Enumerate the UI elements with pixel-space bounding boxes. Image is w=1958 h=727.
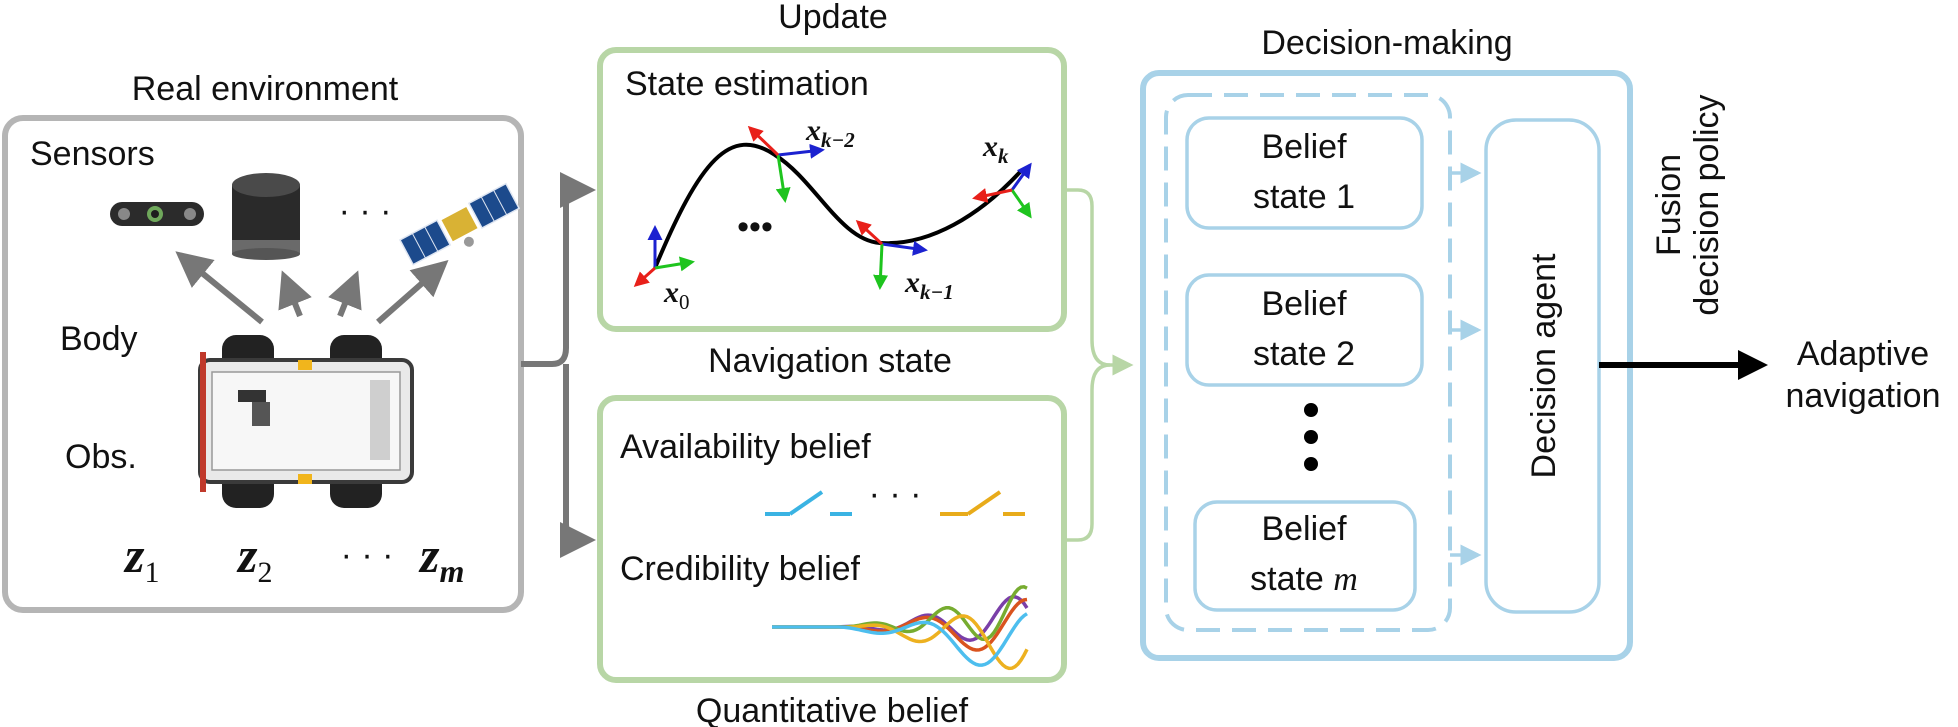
belief-state-2-box: Belief state 2 [1185, 273, 1424, 387]
svg-text:state 1: state 1 [1253, 178, 1355, 216]
credibility-belief-label: Credibility belief [620, 550, 861, 588]
state-x0-label: x0 [663, 276, 690, 314]
sensor-ellipsis: · · · [339, 192, 392, 230]
svg-text:Belief: Belief [1261, 128, 1347, 166]
navigation-state-label: Navigation state [708, 342, 952, 380]
svg-text:state 2: state 2 [1253, 335, 1355, 373]
svg-text:Belief: Belief [1261, 285, 1347, 323]
observation-z1: z1 [123, 527, 159, 589]
state-xk-label: xk [982, 130, 1009, 168]
body-to-ellipsis-arrow [328, 270, 362, 318]
adaptive-label: Adaptive [1797, 335, 1929, 373]
belief-states-dashed-group [1164, 93, 1452, 632]
frame-x0-icon [633, 225, 695, 288]
quantitative-belief-label: Quantitative belief [696, 692, 969, 727]
credibility-curves-plot [772, 584, 1029, 671]
real-environment-title: Real environment [132, 70, 399, 108]
credibility-curve [772, 612, 1028, 667]
switch-ellipsis: · · · [869, 475, 922, 513]
observation-zm: zm [418, 527, 464, 589]
to-state-estimation-arrow [521, 172, 596, 367]
update-label: Update [778, 0, 888, 36]
availability-belief-label: Availability belief [620, 428, 871, 466]
body-to-camera-arrow [175, 251, 264, 325]
frame-xk-icon [972, 162, 1032, 219]
decision-policy-label: decision policy [1688, 94, 1726, 315]
trajectory-curve [653, 142, 1022, 269]
availability-switch-yellow-icon [940, 490, 1025, 516]
state-xk1-label: xk−1 [904, 266, 954, 304]
svg-text:Belief: Belief [1261, 510, 1347, 548]
decision-agent-label: Decision agent [1525, 253, 1563, 478]
rover-robot-icon [198, 335, 414, 508]
state-xk2-label: xk−2 [805, 114, 855, 152]
fusion-label: Fusion [1650, 154, 1688, 256]
state-dots: ••• [737, 208, 773, 246]
obs-ellipsis: · · · [341, 536, 394, 574]
lidar-icon [232, 173, 300, 260]
navigation-label: navigation [1785, 377, 1940, 415]
availability-switch-blue-icon [765, 490, 852, 516]
frame-xk2-icon [747, 125, 825, 203]
belief-to-decision-connector [1064, 363, 1111, 542]
belief-state-m-box: Belief state m [1193, 500, 1417, 612]
belief-state-1-box: Belief state 1 [1185, 116, 1424, 230]
body-label: Body [60, 320, 138, 358]
body-to-satellite-arrow [376, 260, 449, 325]
to-quantitative-belief-arrow [560, 364, 596, 558]
body-to-lidar-arrow [278, 270, 312, 318]
vertical-ellipsis-icon [1304, 403, 1318, 471]
stereo-camera-icon [110, 202, 204, 226]
frame-xk1-icon [855, 219, 928, 290]
sensors-label: Sensors [30, 135, 155, 173]
obs-label: Obs. [65, 438, 137, 476]
observation-z2: z2 [236, 527, 272, 589]
svg-text:state m: state m [1250, 560, 1358, 598]
state-estimation-title: State estimation [625, 65, 869, 103]
state-to-decision-arrow [1064, 188, 1134, 376]
satellite-icon [398, 182, 521, 266]
decision-making-title: Decision-making [1261, 24, 1512, 62]
